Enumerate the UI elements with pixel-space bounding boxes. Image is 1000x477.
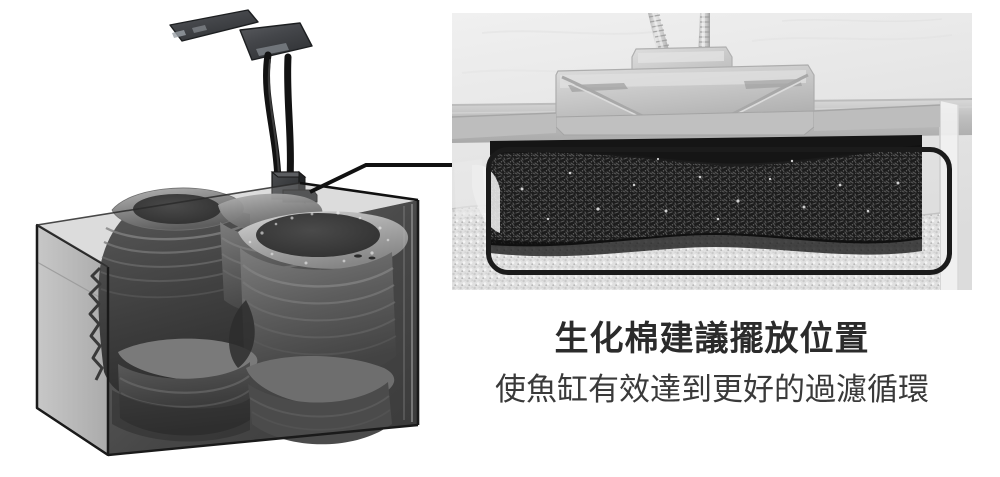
aquarium-lamp bbox=[169, 9, 318, 204]
filter-sponge-photo bbox=[452, 13, 972, 290]
filter-bracket bbox=[452, 46, 941, 139]
caption-block: 生化棉建議擺放位置 使魚缸有效達到更好的過濾循環 bbox=[452, 318, 972, 412]
rock-landscape bbox=[88, 187, 409, 445]
biochemical-sponge bbox=[490, 145, 922, 257]
aquarium-tank-illustration bbox=[0, 0, 450, 477]
caption-subtitle: 使魚缸有效達到更好的過濾循環 bbox=[495, 372, 929, 407]
page-title: 生化棉建議擺放位置 bbox=[554, 320, 870, 358]
glass-edges bbox=[35, 181, 420, 457]
